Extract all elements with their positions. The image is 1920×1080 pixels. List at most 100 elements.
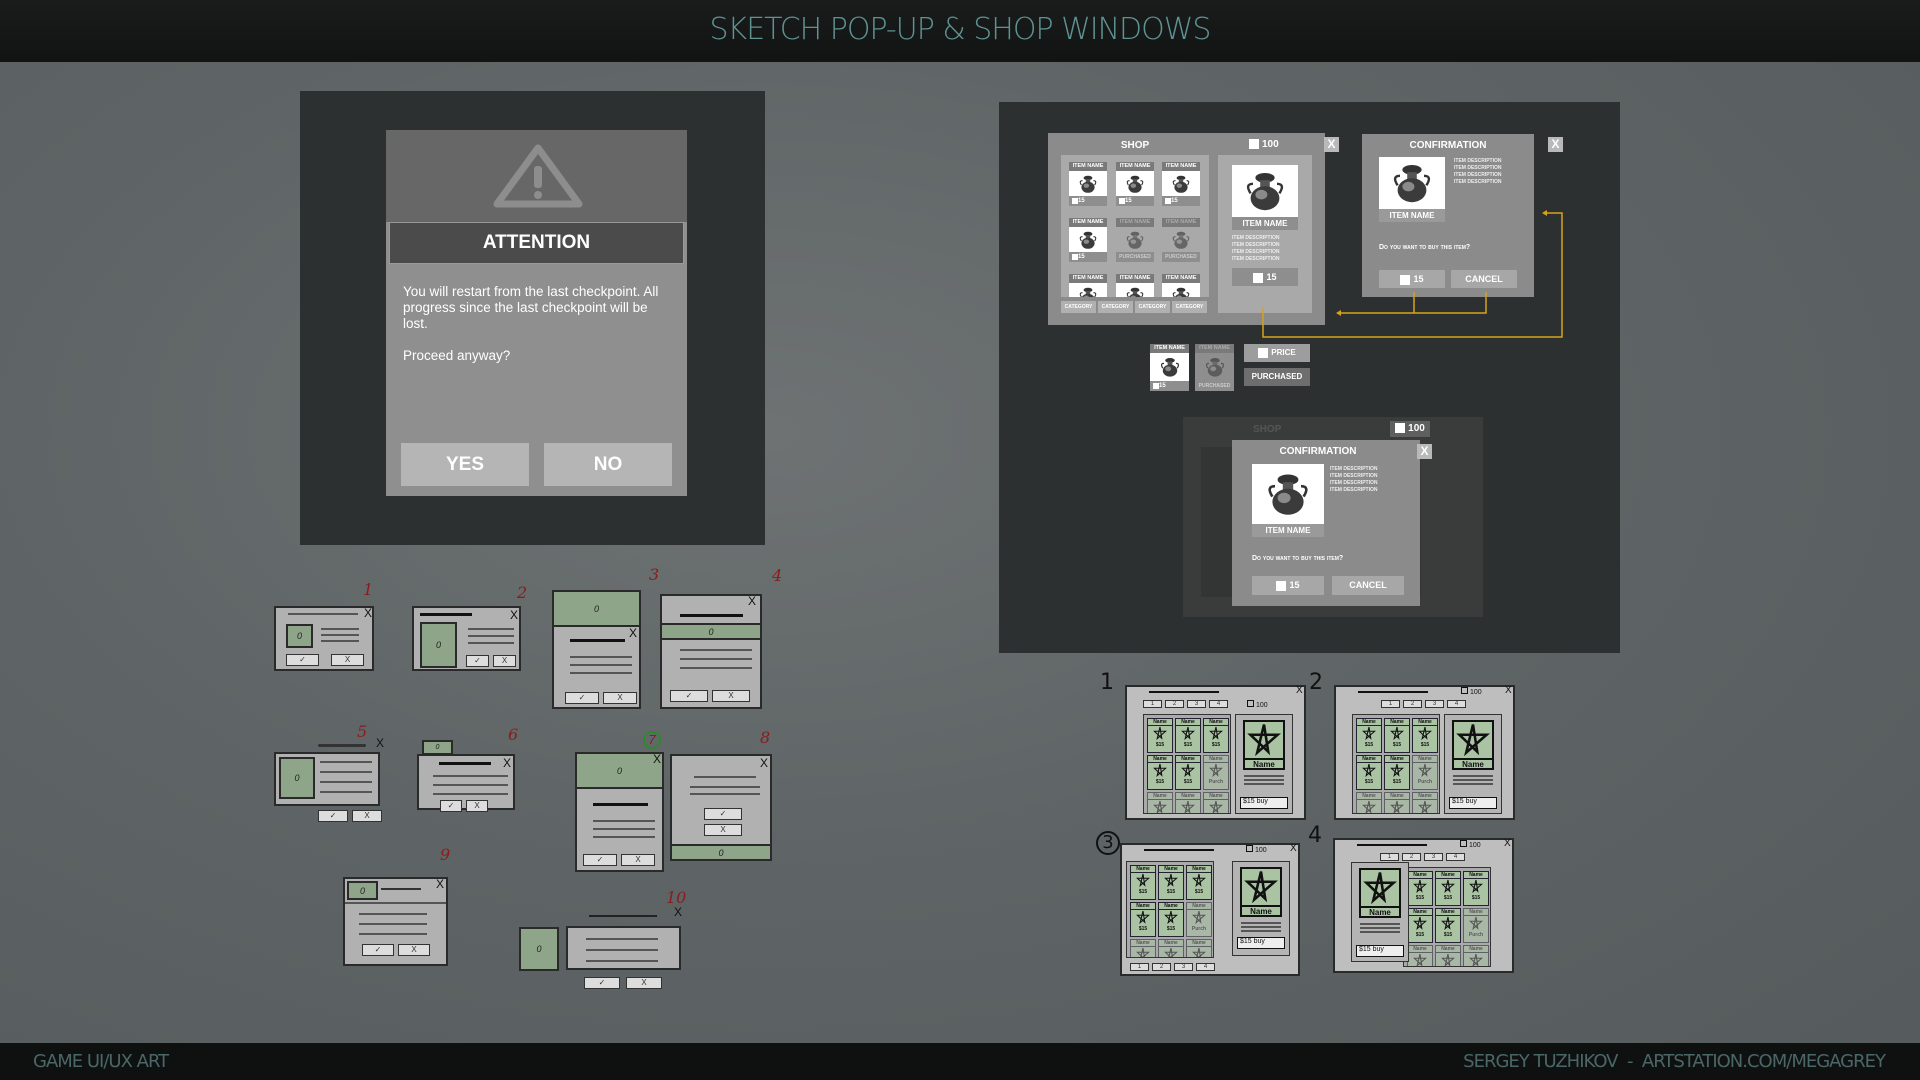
sketch-close-icon[interactable]: X (1290, 843, 1297, 854)
shop-item-card[interactable]: ITEM NAME (1069, 274, 1107, 297)
sketch-cancel-button[interactable]: X (493, 655, 516, 667)
shop-close-button[interactable]: X (1324, 137, 1339, 152)
sketch-tab[interactable]: 2 (1403, 700, 1422, 708)
sketch-item-cell[interactable]: Name$15 (1158, 902, 1184, 937)
sketch-cancel-button[interactable]: X (603, 692, 637, 704)
sketch-ok-button[interactable]: ✓ (704, 808, 742, 820)
sketch-item-cell[interactable]: Name$15 (1407, 945, 1433, 966)
sketch-ok-button[interactable]: ✓ (318, 810, 348, 822)
sketch-close-icon[interactable]: X (510, 608, 519, 622)
sketch-ok-button[interactable]: ✓ (362, 944, 394, 956)
sketch-item-cell[interactable]: Name$15 (1412, 792, 1438, 813)
sketch-close-icon[interactable]: X (364, 606, 373, 620)
sketch-close-icon[interactable]: X (1504, 838, 1511, 849)
buy-price-button[interactable]: 15 (1232, 268, 1298, 286)
sketch-cancel-button[interactable]: X (466, 800, 488, 812)
sketch-item-cell[interactable]: Name$15 (1175, 792, 1201, 813)
sketch-close-icon[interactable]: X (629, 626, 638, 640)
sketch-tab[interactable]: 3 (1424, 853, 1443, 861)
legend-price-button[interactable]: PRICE (1244, 344, 1310, 362)
sketch-close-icon[interactable]: X (436, 877, 445, 891)
sketch-item-cell[interactable]: Name$15 (1203, 792, 1229, 813)
sketch-item-cell[interactable]: Name$15 (1130, 865, 1156, 900)
sketch-item-cell[interactable]: Name$15 (1130, 902, 1156, 937)
sketch-buy-button[interactable]: $15 buy (1449, 797, 1497, 809)
sketch-tab[interactable]: 4 (1446, 853, 1465, 861)
sketch-item-cell[interactable]: Name$15 (1356, 755, 1382, 790)
category-tab[interactable]: CATEGORY (1135, 301, 1170, 313)
sketch-buy-button[interactable]: $15 buy (1356, 945, 1404, 957)
sketch-item-cell[interactable]: Name$15 (1407, 871, 1433, 906)
sketch-item-cell[interactable]: Name$15 (1435, 908, 1461, 943)
confirmation-close-button[interactable]: X (1417, 444, 1432, 459)
category-tab[interactable]: CATEGORY (1172, 301, 1207, 313)
sketch-ok-button[interactable]: ✓ (584, 977, 620, 989)
sketch-item-cell[interactable]: Name$15 (1463, 871, 1489, 906)
sketch-item-cell[interactable]: Name$15 (1463, 945, 1489, 966)
sketch-item-cell[interactable]: Name$15 (1147, 755, 1173, 790)
sketch-cancel-button[interactable]: X (398, 944, 430, 956)
sketch-ok-button[interactable]: ✓ (583, 854, 617, 866)
sketch-ok-button[interactable]: ✓ (440, 800, 462, 812)
sketch-ok-button[interactable]: ✓ (670, 690, 708, 702)
sketch-item-cell[interactable]: Name$15 (1158, 865, 1184, 900)
sketch-item-cell[interactable]: Name$15 (1435, 871, 1461, 906)
sketch-cancel-button[interactable]: X (626, 977, 662, 989)
sketch-item-cell[interactable]: Name$15 (1186, 939, 1212, 957)
sketch-item-cell[interactable]: Name$15 (1384, 755, 1410, 790)
cancel-button[interactable]: CANCEL (1332, 576, 1404, 595)
shop-item-card[interactable]: ITEM NAME (1116, 274, 1154, 297)
sketch-item-cell[interactable]: Name$15 (1356, 792, 1382, 813)
category-tab[interactable]: CATEGORY (1061, 301, 1096, 313)
sketch-item-cell[interactable]: Name$15 (1147, 792, 1173, 813)
sketch-tab[interactable]: 4 (1209, 700, 1228, 708)
sketch-item-cell[interactable]: Name$15 (1407, 908, 1433, 943)
yes-button[interactable]: YES (401, 443, 529, 486)
sketch-cancel-button[interactable]: X (712, 690, 750, 702)
sketch-tab[interactable]: 4 (1447, 700, 1466, 708)
sketch-item-cell[interactable]: Name$15 (1175, 718, 1201, 753)
sketch-cancel-button[interactable]: X (331, 654, 364, 666)
sketch-item-cell[interactable]: Name$15 (1130, 939, 1156, 957)
sketch-item-cell[interactable]: Name$15 (1412, 718, 1438, 753)
sketch-close-icon[interactable]: X (674, 905, 683, 919)
sketch-tab[interactable]: 2 (1402, 853, 1421, 861)
shop-item-card[interactable]: ITEM NAME (1162, 274, 1200, 297)
sketch-item-cell[interactable]: Name$15 (1356, 718, 1382, 753)
no-button[interactable]: NO (544, 443, 672, 486)
sketch-item-cell[interactable]: Name$15 (1175, 755, 1201, 790)
sketch-item-cell[interactable]: Name$15 (1203, 718, 1229, 753)
sketch-cancel-button[interactable]: X (704, 824, 742, 836)
confirm-buy-button[interactable]: 15 (1252, 576, 1324, 595)
sketch-close-icon[interactable]: X (653, 752, 662, 766)
confirmation-close-button[interactable]: X (1548, 137, 1563, 152)
sketch-item-cell[interactable]: Name$15 (1158, 939, 1184, 957)
sketch-tab[interactable]: 1 (1380, 853, 1399, 861)
sketch-buy-button[interactable]: $15 buy (1237, 937, 1285, 949)
sketch-close-icon[interactable]: X (1505, 685, 1512, 696)
sketch-item-cell[interactable]: Name$15 (1147, 718, 1173, 753)
confirm-buy-button[interactable]: 15 (1379, 270, 1445, 288)
sketch-close-icon[interactable]: X (1296, 685, 1303, 696)
sketch-close-icon[interactable]: X (376, 736, 385, 750)
sketch-tab[interactable]: 2 (1165, 700, 1184, 708)
sketch-ok-button[interactable]: ✓ (286, 654, 319, 666)
sketch-tab[interactable]: 3 (1425, 700, 1444, 708)
sketch-close-icon[interactable]: X (748, 594, 757, 608)
sketch-ok-button[interactable]: ✓ (466, 655, 489, 667)
sketch-ok-button[interactable]: ✓ (565, 692, 599, 704)
sketch-item-cell[interactable]: Name$15 (1186, 865, 1212, 900)
sketch-tab[interactable]: 2 (1152, 963, 1171, 971)
category-tab[interactable]: CATEGORY (1098, 301, 1133, 313)
sketch-close-icon[interactable]: X (503, 756, 512, 770)
sketch-tab[interactable]: 4 (1196, 963, 1215, 971)
